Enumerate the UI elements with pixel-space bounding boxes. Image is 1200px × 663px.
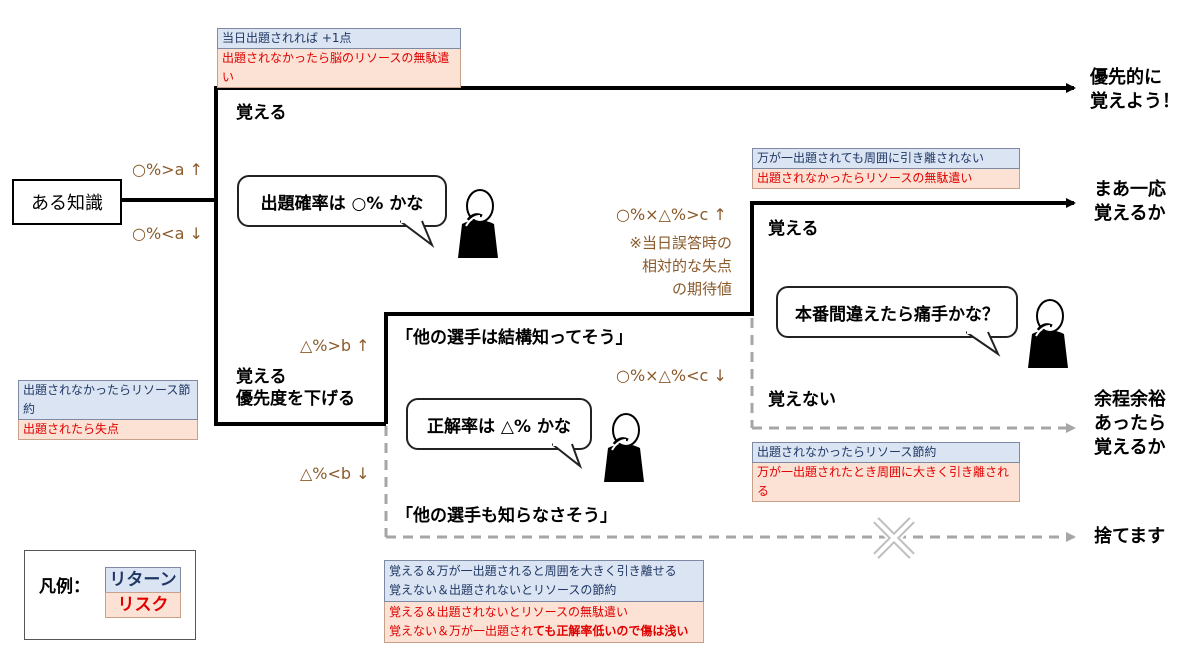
outcome-somewhat: まあ一応 覚えるか [1094, 178, 1166, 226]
risk-line-bold: ても正解率低いので傷は浅い [533, 624, 689, 638]
risk-line-prefix: 覚えない＆万が一出題され [389, 624, 534, 638]
speech-bubble-probability: 出題確率は ○% かな [237, 175, 447, 227]
condition-exp-low: ○%×△%<c ↓ [616, 366, 727, 385]
condition-exp-high: ○%×△%>c ↑ [616, 205, 727, 224]
outcome-line: 覚えるか [1094, 203, 1166, 224]
branch-line: 優先度を下げる [236, 389, 355, 409]
bubble-tail [966, 330, 1001, 357]
outcome-line: あったら [1094, 413, 1166, 434]
risk-text: 出題されなかったらリソースの無駄遣い [752, 169, 1020, 189]
branch-lower-priority: 覚える 優先度を下げる [236, 366, 355, 410]
return-risk-box-mid-upper: 万が一出題されても周囲に引き離されない 出題されなかったらリソースの無駄遣い [752, 148, 1020, 189]
bubble-text: 出題確率は ○% かな [260, 193, 424, 214]
return-text: 覚える＆万が一出題されると周囲を大きく引き離せる 覚えない＆出題されないとリソー… [384, 560, 704, 602]
outcome-spare: 余程余裕 あったら 覚えるか [1094, 388, 1166, 460]
outcome-line: 覚えるか [1094, 437, 1166, 458]
risk-text: 覚える＆出題されないとリソースの無駄遣い 覚えない＆万が一出題されても正解率低い… [384, 602, 704, 643]
legend: 凡例： リターン リスク [24, 550, 196, 640]
bubble-text: 正解率は △% かな [427, 416, 571, 437]
risk-line: 覚える＆出題されないとリソースの無駄遣い [389, 605, 629, 619]
risk-text: 出題されたら失点 [18, 420, 198, 440]
speech-bubble-painful: 本番間違えたら痛手かな？ [776, 286, 1018, 338]
start-label: ある知識 [31, 193, 103, 214]
bubble-tail [552, 442, 583, 469]
outcome-priority: 優先的に 覚えよう！ [1090, 66, 1180, 114]
speech-bubble-accuracy: 正解率は △% かな [406, 398, 592, 450]
condition-prob-high: ○%>a ↑ [132, 160, 203, 179]
thinking-person-icon [604, 413, 644, 482]
return-risk-box-mid-lower: 出題されなかったらリソース節約 万が一出題されたとき周囲に大きく引き離される [752, 442, 1020, 502]
legend-title: 凡例： [39, 577, 90, 597]
outcome-line: 覚えよう！ [1090, 91, 1180, 112]
bubble-text: 本番間違えたら痛手かな？ [795, 304, 999, 325]
return-text: 当日出題されれば +1点 [217, 28, 461, 49]
risk-text: 万が一出題されたとき周囲に大きく引き離される [752, 463, 1020, 502]
return-line: 覚えない＆出題されないとリソースの節約 [389, 583, 617, 597]
return-risk-box-top: 当日出題されれば +1点 出題されなかったら脳のリソースの無駄遣い [217, 28, 461, 88]
note-line: 相対的な失点 [641, 257, 732, 275]
return-text: 万が一出題されても周囲に引き離されない [752, 148, 1020, 169]
return-line: 覚える＆万が一出題されると周囲を大きく引き離せる [389, 564, 677, 578]
expected-value-note: ※当日誤答時の 相対的な失点 の期待値 [590, 232, 732, 301]
branch-not-memorize: 覚えない [768, 390, 836, 410]
condition-acc-high: △%>b ↑ [300, 336, 370, 355]
outcome-line: 余程余裕 [1094, 389, 1166, 410]
thinking-person-icon [458, 189, 498, 258]
branch-others-dont-know: 「他の選手も知らなさそう」 [396, 506, 617, 526]
return-text: 出題されなかったらリソース節約 [18, 380, 198, 420]
branch-memorize-mid: 覚える [768, 219, 819, 239]
return-risk-box-bottom: 覚える＆万が一出題されると周囲を大きく引き離せる 覚えない＆出題されないとリソー… [384, 560, 704, 643]
condition-acc-low: △%<b ↓ [300, 464, 370, 483]
outcome-discard: 捨てます [1094, 526, 1166, 547]
cross-mark-icon [871, 515, 917, 561]
outcome-line: まあ一応 [1094, 179, 1166, 200]
risk-line: 覚えない＆万が一出題されても正解率低いので傷は浅い [389, 622, 699, 641]
note-line: の期待値 [671, 280, 732, 298]
note-line: ※当日誤答時の [629, 234, 732, 252]
branch-line: 覚える [236, 367, 287, 387]
return-risk-box-left: 出題されなかったらリソース節約 出題されたら失点 [18, 380, 198, 440]
bubble-tail [400, 219, 435, 248]
outcome-line: 優先的に [1090, 67, 1162, 88]
risk-text: 出題されなかったら脳のリソースの無駄遣い [217, 49, 461, 88]
start-node: ある知識 [12, 179, 122, 225]
legend-risk: リスク [105, 592, 181, 618]
branch-others-know: 「他の選手は結構知ってそう」 [396, 328, 633, 348]
return-text: 出題されなかったらリソース節約 [752, 442, 1020, 463]
thinking-person-icon [1028, 299, 1068, 368]
condition-prob-low: ○%<a ↓ [132, 224, 203, 243]
branch-memorize-top: 覚える [236, 103, 287, 123]
legend-return: リターン [105, 567, 181, 593]
